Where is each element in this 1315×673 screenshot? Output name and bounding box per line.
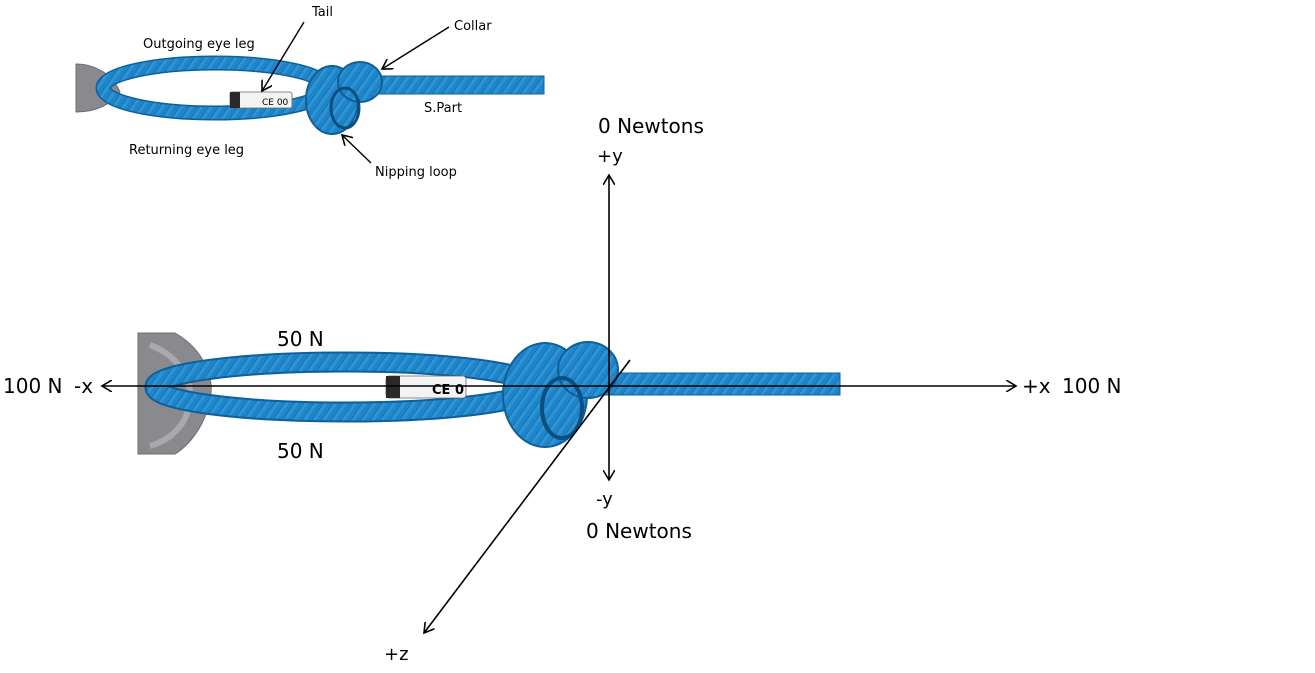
top-standing-part [369,75,545,95]
right-force-label: 100 N [1062,374,1122,398]
bottom-force-label: 0 Newtons [586,519,692,543]
top-tag-text: CE 00 [262,98,289,108]
collar-label: Collar [454,19,492,34]
tail-label: Tail [311,5,333,20]
lower-leg-load-label: 50 N [277,439,324,463]
collar-pointer-arrow [382,26,450,69]
main-standing-part [599,372,841,396]
top-knot-illustration: CE 00 Tail Collar Outgoing eye leg Retur… [75,5,545,180]
axis-plus-z-arrow [424,359,631,633]
plus-y-label: +y [597,146,623,167]
plus-z-label: +z [384,644,409,665]
outgoing-eye-leg-label: Outgoing eye leg [143,37,255,52]
plus-x-label: +x [1022,374,1051,398]
main-knot-illustration: CE 0 [137,332,841,455]
minus-y-label: -y [596,489,613,510]
minus-x-label: -x [74,374,93,398]
tail-pointer-arrow [262,21,305,91]
standing-part-label: S.Part [424,101,462,116]
nipping-loop-label: Nipping loop [375,165,457,180]
returning-eye-leg-label: Returning eye leg [129,143,244,158]
nipping-pointer-arrow [342,135,372,164]
top-force-label: 0 Newtons [598,114,704,138]
upper-leg-load-label: 50 N [277,327,324,351]
force-axes [102,175,1016,633]
left-force-label: 100 N [3,374,63,398]
